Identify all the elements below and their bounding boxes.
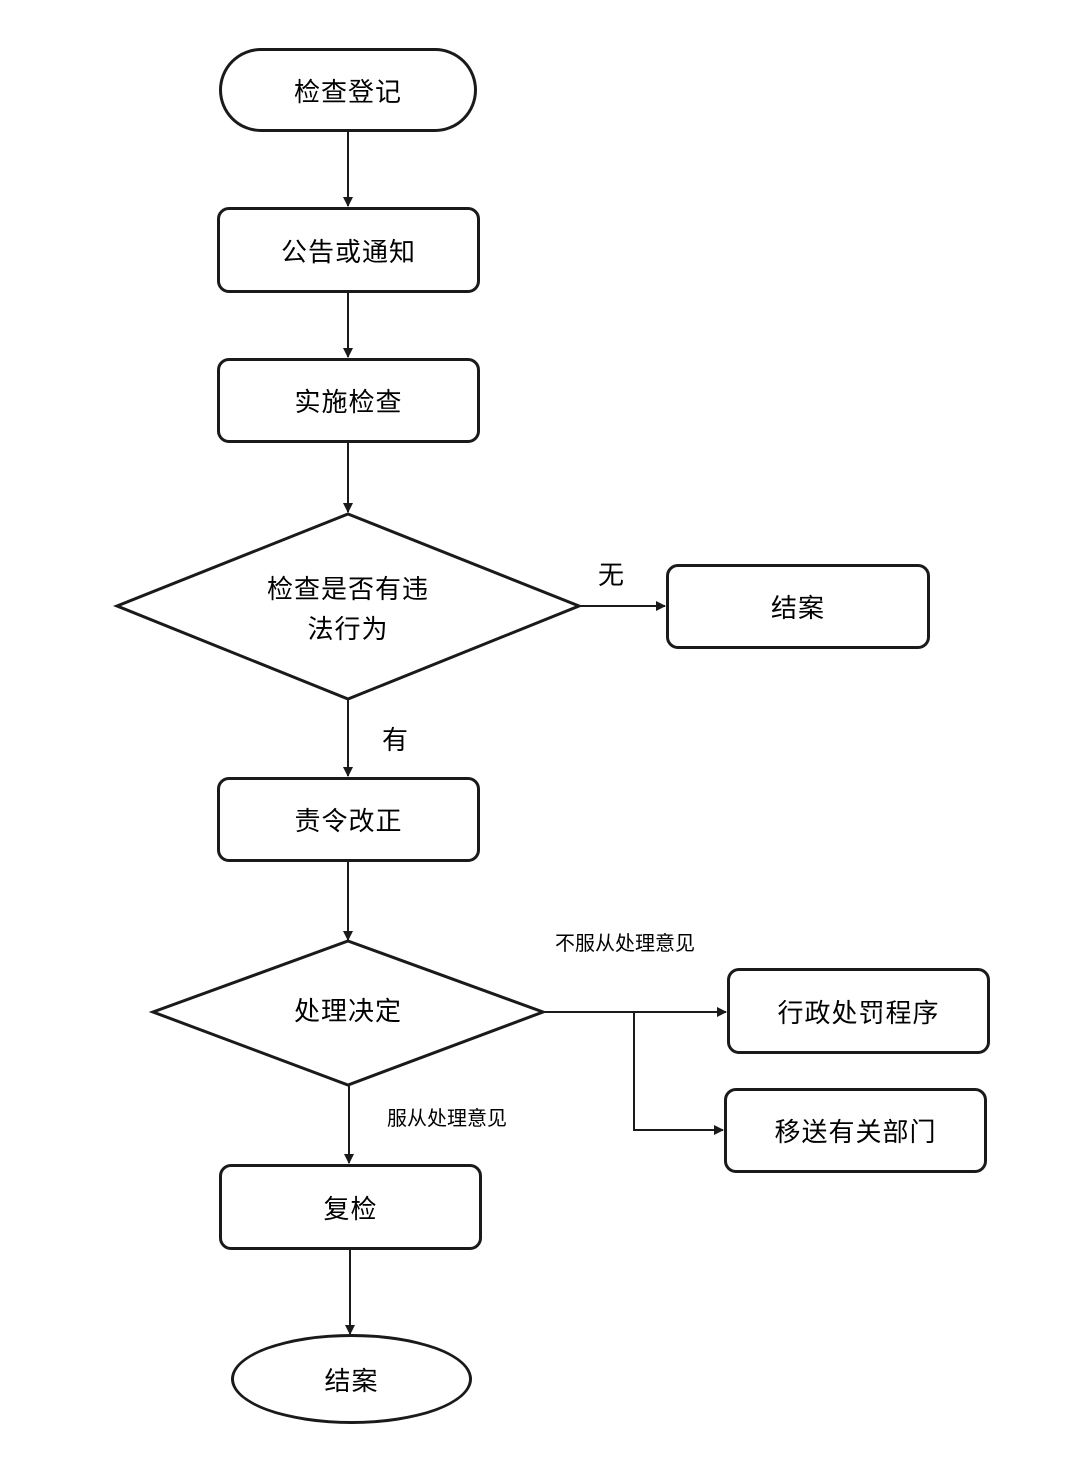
order-correction-node: 责令改正 [217,777,480,862]
inspect-node: 实施检查 [217,358,480,443]
start-node-label: 检查登记 [293,77,402,108]
recheck-node: 复检 [219,1164,482,1250]
decision-handling-diamond [148,939,548,1087]
recheck-label: 复检 [323,1194,378,1225]
start-node: 检查登记 [219,48,477,132]
transfer-label: 移送有关部门 [774,1118,937,1148]
end-label: 结案 [324,1366,379,1397]
admin-penalty-label: 行政处罚程序 [777,998,940,1029]
end-node: 结案 [231,1334,472,1424]
decision-handling-label: 处理决定 [293,997,402,1027]
transfer-node: 移送有关部门 [724,1088,987,1173]
inspect-node-label: 实施检查 [294,388,403,418]
admin-penalty-node: 行政处罚程序 [727,968,990,1054]
close-no-violation-node: 结案 [666,564,930,649]
edge-label-has-violation: 有 [382,726,409,756]
decision-violation-label: 检查是否有违法行为 [266,575,429,645]
notice-node-label: 公告或通知 [280,237,416,268]
decision-violation-text: 检查是否有违法行为 [258,570,438,650]
arrow-handling-to-transfer [633,1012,724,1135]
edge-label-no-violation: 无 [598,561,625,591]
edge-label-comply: 服从处理意见 [387,1106,507,1130]
notice-node: 公告或通知 [217,207,480,293]
decision-violation-diamond [112,512,584,701]
decision-handling-text: 处理决定 [258,992,438,1032]
edge-label-not-comply: 不服从处理意见 [555,931,695,955]
close-no-violation-label: 结案 [770,594,825,624]
order-correction-label: 责令改正 [294,807,403,837]
